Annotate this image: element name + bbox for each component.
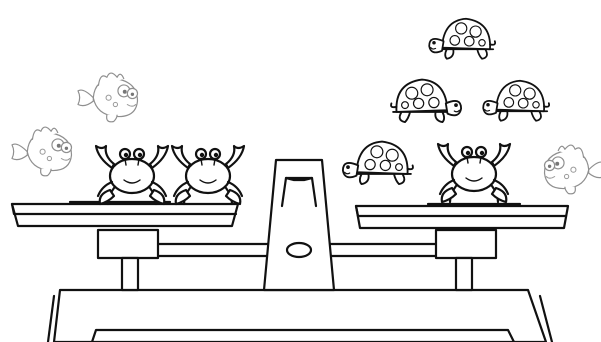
left-pan-items [11, 72, 246, 206]
turtle-icon [482, 79, 550, 122]
turtle-icon [390, 78, 463, 124]
crab-icon [170, 144, 246, 206]
crab-icon [436, 142, 512, 204]
fish-icon [77, 72, 139, 123]
fish-icon [543, 144, 601, 195]
crab-icon [94, 144, 170, 206]
balance-scale-icon [10, 158, 570, 342]
fish-icon [11, 126, 73, 177]
turtle-icon [428, 17, 496, 60]
right-pan-items [341, 17, 601, 204]
turtle-icon [341, 140, 414, 186]
